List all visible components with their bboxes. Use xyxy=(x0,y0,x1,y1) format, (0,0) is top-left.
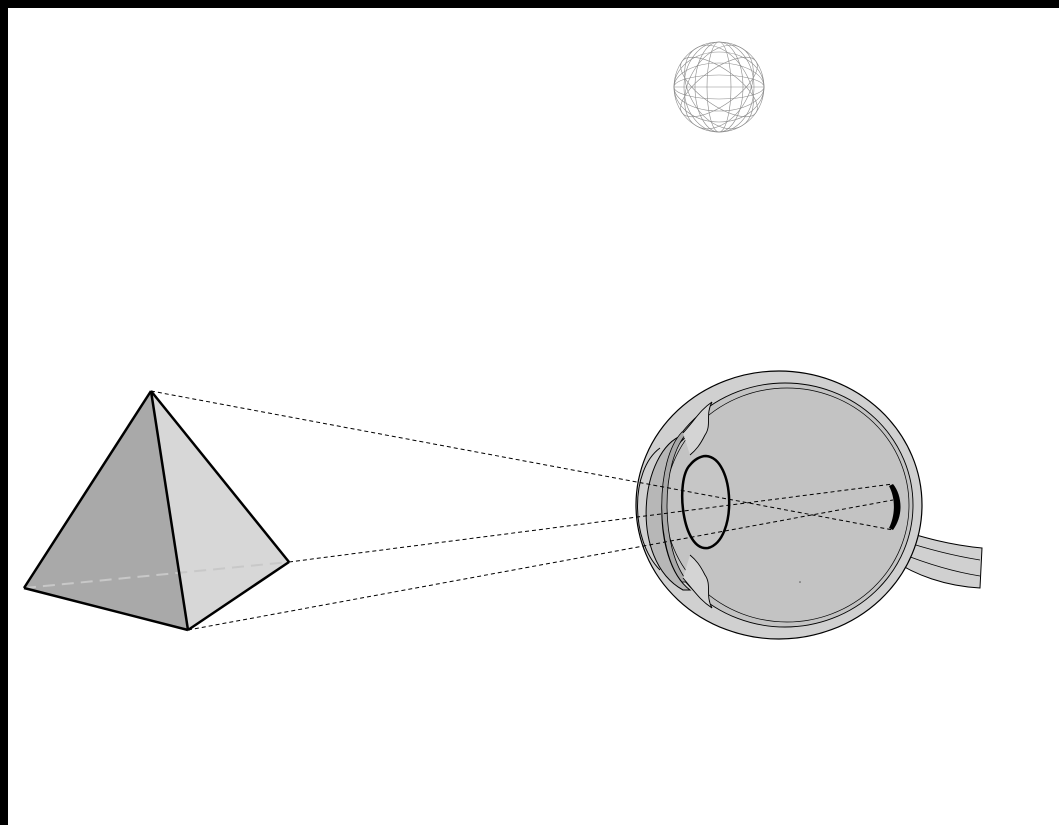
vitreous-speck xyxy=(799,581,801,583)
wireframe-sphere xyxy=(671,33,768,141)
pyramid xyxy=(24,391,289,630)
eye xyxy=(636,371,982,639)
